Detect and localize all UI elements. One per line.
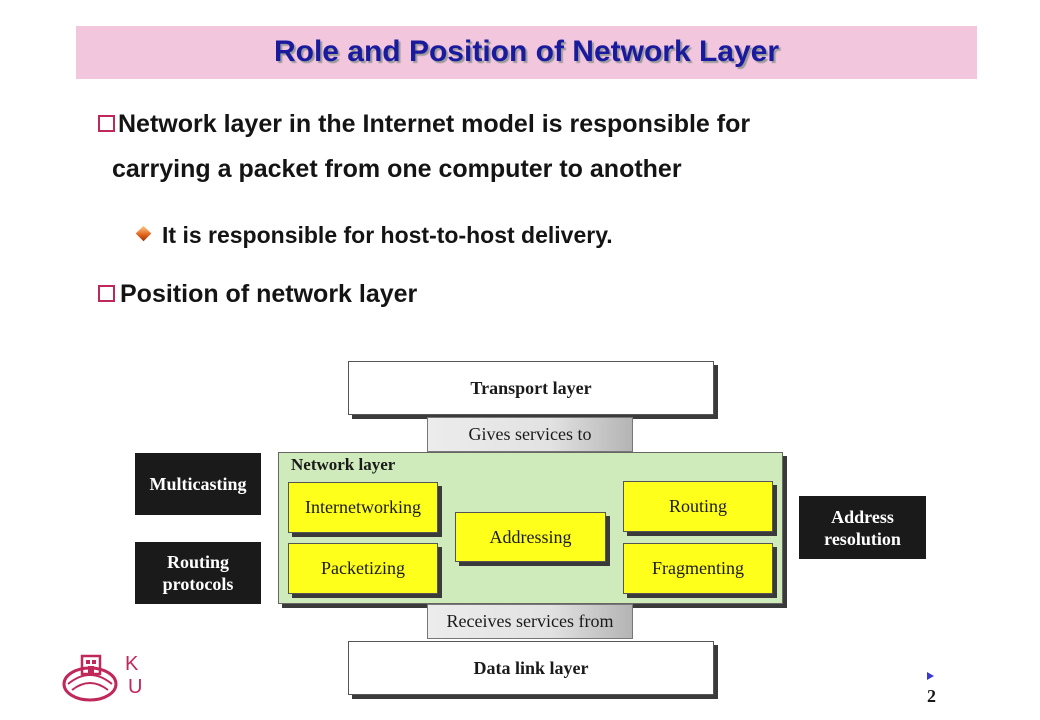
multicasting-box: Multicasting xyxy=(135,453,261,515)
network-layer-label: Network layer xyxy=(291,455,396,474)
bullet-2: Position of network layer xyxy=(120,280,418,308)
address-resolution-box: Address resolution xyxy=(799,496,926,559)
page-number: 2 xyxy=(927,686,936,706)
routing-protocols-box: Routing protocols xyxy=(135,542,261,604)
bullet-1-line-1: Network layer in the Internet model is r… xyxy=(118,110,751,138)
hollow-square-bullet-icon xyxy=(98,285,115,302)
triangle-icon xyxy=(927,672,934,680)
fragmenting-box: Fragmenting xyxy=(623,543,773,594)
transport-layer-box: Transport layer xyxy=(348,361,714,415)
title-band: Role and Position of Network Layer xyxy=(76,26,977,79)
logo-text-line-2: U xyxy=(128,676,143,698)
receives-services-box: Receives services from xyxy=(427,604,633,639)
internetworking-box: Internetworking xyxy=(288,482,438,533)
addressing-box: Addressing xyxy=(455,512,606,562)
diamond-bullet-icon xyxy=(135,225,152,242)
sub-bullet-1: It is responsible for host-to-host deliv… xyxy=(162,222,613,248)
data-link-layer-box: Data link layer xyxy=(348,641,714,695)
address-resolution-line-1: Address xyxy=(831,506,894,527)
routing-protocols-line-2: protocols xyxy=(162,574,234,594)
logo-text-line-1: K xyxy=(125,653,139,675)
slide-title: Role and Position of Network Layer xyxy=(273,35,780,68)
hollow-square-bullet-icon xyxy=(98,115,115,132)
routing-protocols-line-1: Routing xyxy=(166,552,229,572)
gives-services-box: Gives services to xyxy=(427,417,633,452)
routing-box: Routing xyxy=(623,481,773,532)
university-seal-icon xyxy=(62,654,120,709)
bullet-1-line-2: carrying a packet from one computer to a… xyxy=(112,155,682,183)
packetizing-box: Packetizing xyxy=(288,543,438,594)
address-resolution-line-2: resolution xyxy=(824,528,901,549)
